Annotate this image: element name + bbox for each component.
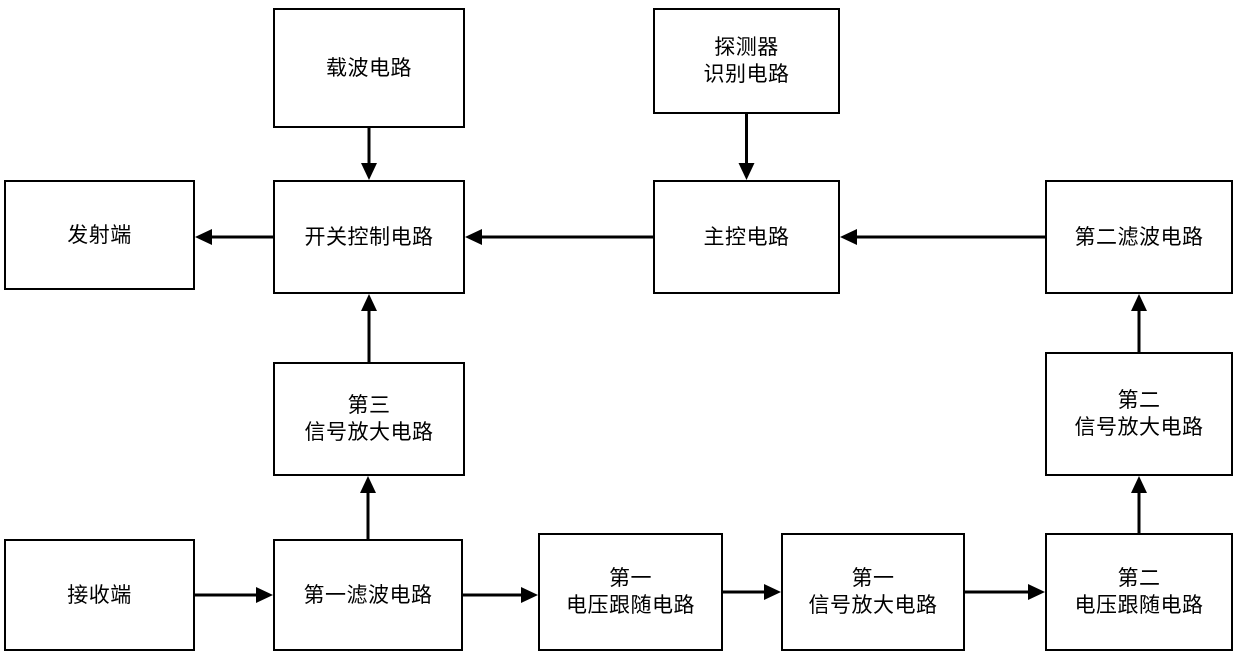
node-transmitter[interactable]: 发射端 [4,180,195,290]
edge-amp-2-to-filter-2 [1131,294,1147,352]
edge-main-control-to-switch-control [465,229,653,245]
arrow-head-icon [361,294,377,311]
node-label: 探测器 识别电路 [703,35,790,86]
arrow-head-icon [360,476,376,493]
node-label: 第二滤波电路 [1074,224,1204,249]
edge-filter-1-to-amp-3 [360,476,376,539]
arrow-head-icon [256,587,273,603]
node-main-control[interactable]: 主控电路 [653,180,840,294]
edge-amp-3-to-switch-control [361,294,377,362]
node-follower-2[interactable]: 第二 电压跟随电路 [1045,533,1233,651]
node-label: 第一 信号放大电路 [808,566,938,617]
arrow-head-icon [840,229,857,245]
arrow-head-icon [195,229,212,245]
arrow-head-icon [738,163,755,180]
edge-follower-1-to-amp-1 [723,584,781,600]
node-label: 发射端 [67,222,132,247]
node-receiver[interactable]: 接收端 [4,539,195,651]
edge-filter-1-to-follower-1 [463,587,538,603]
edge-switch-control-to-transmitter [195,229,273,245]
node-amp-1[interactable]: 第一 信号放大电路 [781,533,965,651]
node-amp-3[interactable]: 第三 信号放大电路 [273,362,465,476]
node-filter-1[interactable]: 第一滤波电路 [273,539,463,651]
edge-filter-2-to-main-control [840,229,1045,245]
edge-receiver-to-filter-1 [195,587,273,603]
node-detector-id[interactable]: 探测器 识别电路 [653,8,840,114]
node-label: 主控电路 [703,224,790,249]
arrow-head-icon [1131,476,1147,493]
node-label: 接收端 [67,582,132,607]
edge-amp-1-to-follower-2 [965,584,1045,600]
arrow-head-icon [1131,294,1147,311]
node-filter-2[interactable]: 第二滤波电路 [1045,180,1233,294]
node-label: 第一滤波电路 [303,582,433,607]
node-label: 开关控制电路 [304,224,434,249]
edge-carrier-to-switch-control [361,128,377,180]
node-label: 载波电路 [326,55,412,80]
arrow-head-icon [465,229,482,245]
arrow-head-icon [521,587,538,603]
node-label: 第三 信号放大电路 [304,393,434,444]
node-label: 第二 电压跟随电路 [1074,566,1204,617]
arrow-head-icon [1028,584,1045,600]
edge-detector-id-to-main-control [738,114,755,180]
node-switch-control[interactable]: 开关控制电路 [273,180,465,294]
arrow-head-icon [764,584,781,600]
edge-follower-2-to-amp-2 [1131,476,1147,533]
node-carrier[interactable]: 载波电路 [273,8,465,128]
arrow-head-icon [361,163,377,180]
node-label: 第二 信号放大电路 [1074,388,1204,439]
node-amp-2[interactable]: 第二 信号放大电路 [1045,352,1233,476]
node-follower-1[interactable]: 第一 电压跟随电路 [538,533,723,651]
node-label: 第一 电压跟随电路 [566,566,695,617]
